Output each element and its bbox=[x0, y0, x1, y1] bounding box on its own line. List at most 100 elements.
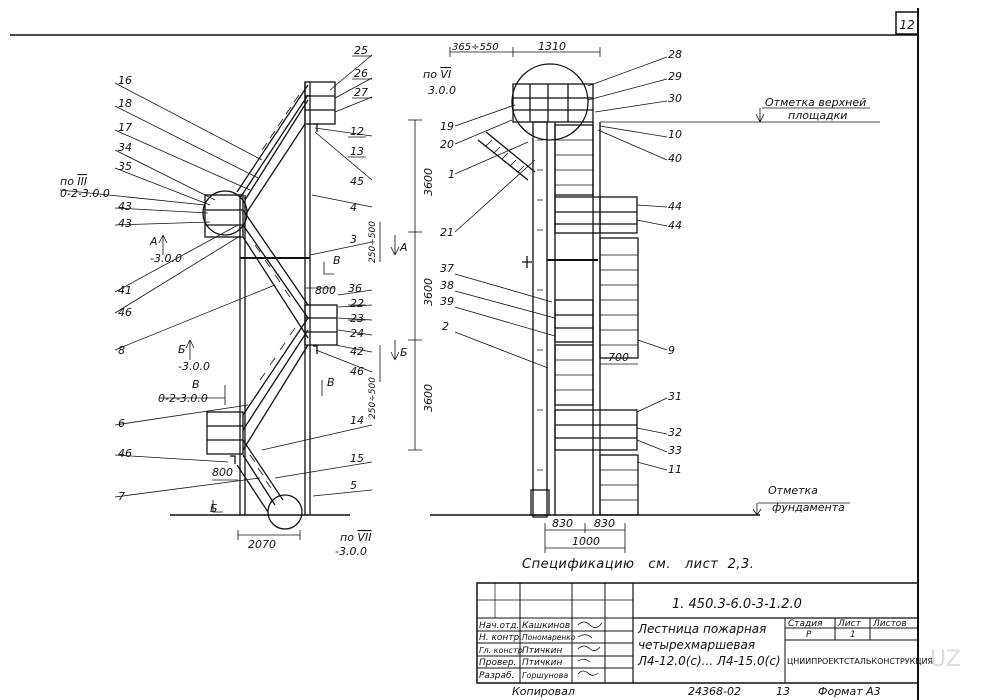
callout-5: 5 bbox=[350, 479, 357, 492]
left-dimensions bbox=[158, 119, 422, 540]
right-callouts: 28 29 30 10 40 44 44 9 31 32 33 11 bbox=[668, 48, 682, 476]
callout-16: 16 bbox=[118, 74, 132, 87]
elevation-marks: Отметка верхней площадки Отметка фундаме… bbox=[765, 96, 866, 514]
role-1: Н. контр. bbox=[479, 633, 522, 643]
left-dims-text: 3600 3600 3600 250÷500 250÷500 800 800 2… bbox=[212, 168, 435, 551]
found-mark-line1: Отметка bbox=[768, 484, 818, 497]
callout-13: 13 bbox=[350, 145, 364, 158]
mark-b: Б bbox=[400, 346, 408, 359]
callout-44a: 44 bbox=[668, 200, 682, 213]
section-b-label: Б bbox=[178, 343, 186, 356]
section-a-value: -3.0.0 bbox=[150, 252, 182, 265]
section-b-value: -3.0.0 bbox=[178, 360, 210, 373]
role-4: Разраб. bbox=[479, 671, 514, 681]
callout-20: 20 bbox=[440, 138, 454, 151]
callout-19: 19 bbox=[440, 120, 454, 133]
hdr-sheet: Лист bbox=[837, 619, 862, 629]
section-a-label: А bbox=[149, 235, 158, 248]
callout-38: 38 bbox=[440, 279, 454, 292]
left-leaders bbox=[59, 54, 373, 498]
callout-7: 7 bbox=[118, 490, 125, 503]
callout-21: 21 bbox=[440, 226, 454, 239]
callout-32: 32 bbox=[668, 426, 682, 439]
callout-23: 23 bbox=[350, 312, 364, 325]
callout-39: 39 bbox=[440, 295, 454, 308]
mark-b2: Б bbox=[210, 502, 218, 515]
callout-22: 22 bbox=[350, 297, 364, 310]
name-2: Птичкин bbox=[522, 646, 562, 656]
callout-36: 36 bbox=[348, 282, 362, 295]
callout-42: 42 bbox=[350, 345, 364, 358]
title-block-text: 1. 450.3-6.0-3-1.2.0 Лестница пожарная ч… bbox=[479, 597, 933, 681]
callout-41: 41 bbox=[118, 284, 132, 297]
section-v-label: В bbox=[192, 378, 200, 391]
callout-17: 17 bbox=[118, 121, 132, 134]
callout-46a: 46 bbox=[118, 306, 132, 319]
footer-format: Формат А3 bbox=[818, 685, 881, 698]
title-block bbox=[476, 582, 919, 684]
callout-3: 3 bbox=[350, 233, 357, 246]
hdr-sheets: Листов bbox=[872, 619, 907, 629]
section-refs: А -3.0.0 Б -3.0.0 В 0-2-3.0.0 В А Б Б В … bbox=[149, 68, 456, 558]
found-mark-line2: фундамента bbox=[772, 501, 845, 514]
callout-46b: 46 bbox=[118, 447, 132, 460]
dim-700: 700 bbox=[608, 351, 629, 364]
ref-po-iii: по III bbox=[60, 175, 87, 188]
callout-28: 28 bbox=[668, 48, 682, 61]
callout-9: 9 bbox=[668, 344, 675, 357]
ref-po-vi: по VI bbox=[423, 68, 451, 81]
left-elevation bbox=[170, 81, 350, 530]
name-3: Птичкин bbox=[522, 658, 562, 668]
center-callouts: 25 26 27 12 13 45 4 3 36 22 23 24 42 46 … bbox=[348, 44, 368, 492]
footer-num: 13 bbox=[776, 685, 790, 698]
callout-11: 11 bbox=[668, 463, 682, 476]
spec-note: Спецификацию см. лист 2,3. bbox=[522, 557, 754, 572]
top-mark-line1: Отметка верхней bbox=[765, 96, 866, 109]
callout-44b: 44 bbox=[668, 219, 682, 232]
dim-h2: 3600 bbox=[422, 278, 435, 306]
dim-800b: 800 bbox=[212, 466, 233, 479]
callout-43b: 43 bbox=[118, 217, 132, 230]
section-v-doc: 0-2-3.0.0 bbox=[158, 392, 208, 405]
right-dims-text: 365÷550 1310 700 830 830 1000 bbox=[452, 40, 629, 548]
dim-250-500b: 250÷500 bbox=[368, 377, 378, 419]
callout-45: 45 bbox=[350, 175, 364, 188]
val-stage: Р bbox=[806, 630, 812, 640]
mark-a: А bbox=[399, 241, 408, 254]
callout-43a: 43 bbox=[118, 200, 132, 213]
callout-14: 14 bbox=[350, 414, 364, 427]
dim-830a: 830 bbox=[552, 517, 573, 530]
role-3: Провер. bbox=[479, 658, 516, 668]
dim-250-500a: 250÷500 bbox=[368, 221, 378, 263]
callout-35: 35 bbox=[118, 160, 132, 173]
ref-doc-vi: 3.0.0 bbox=[428, 84, 456, 97]
right-elevation bbox=[430, 63, 760, 518]
callout-12: 12 bbox=[350, 125, 364, 138]
footer-inv: 24368-02 bbox=[688, 685, 741, 698]
role-2: Гл. констр bbox=[479, 646, 523, 655]
callout-40: 40 bbox=[668, 152, 682, 165]
ref-doc-vii: -3.0.0 bbox=[335, 545, 367, 558]
role-0: Нач.отд. bbox=[479, 621, 519, 631]
name-4: Горшунова bbox=[522, 671, 568, 680]
dim-2070: 2070 bbox=[248, 538, 276, 551]
title-line3: Л4-12.0(с)... Л4-15.0(с) bbox=[637, 654, 781, 668]
left-callouts: 16 18 17 34 35 43 43 41 46 8 6 46 7 по I… bbox=[60, 74, 132, 503]
dim-h3: 3600 bbox=[422, 384, 435, 412]
ref-doc-iii: 0-2-3.0.0 bbox=[60, 187, 110, 200]
ref-po-vii: по VII bbox=[340, 531, 371, 544]
callout-37: 37 bbox=[440, 262, 454, 275]
dim-365-550: 365÷550 bbox=[452, 42, 499, 53]
dim-1000: 1000 bbox=[572, 535, 600, 548]
callout-30: 30 bbox=[668, 92, 682, 105]
top-mark-line2: площадки bbox=[788, 109, 847, 122]
title-line1: Лестница пожарная bbox=[637, 622, 766, 636]
footer-copied: Копировал bbox=[512, 685, 575, 698]
name-0: Кашкинов bbox=[522, 621, 570, 631]
watermark: UZ bbox=[930, 647, 961, 672]
val-sheet: 1 bbox=[850, 630, 856, 640]
org-name: ЦНИИПРОЕКТСТАЛЬКОНСТРУКЦИЯ bbox=[787, 657, 933, 666]
dim-1310: 1310 bbox=[538, 40, 566, 53]
title-line2: четырехмаршевая bbox=[638, 638, 755, 652]
